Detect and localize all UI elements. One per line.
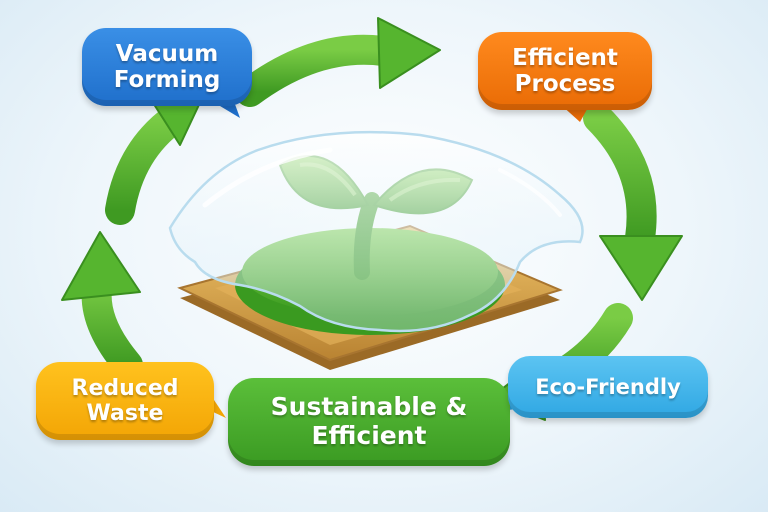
- vacuum-forming-label: Vacuum Forming: [113, 40, 221, 93]
- efficient-process-bubble: Efficient Process: [478, 32, 652, 110]
- cycle-arrow-icon: [235, 34, 405, 107]
- reduced-waste-label: Reduced Waste: [71, 375, 179, 426]
- vacuum-forming-bubble: Vacuum Forming: [82, 28, 252, 106]
- plastic-film-icon: [168, 130, 584, 333]
- cycle-arrow-icon: [61, 231, 141, 301]
- cycle-arrow-icon: [583, 103, 657, 253]
- cycle-arrow-icon: [599, 235, 683, 301]
- eco-friendly-label: Eco-Friendly: [535, 374, 681, 399]
- cycle-arrow-icon: [377, 17, 441, 89]
- sustainable-efficient-bubble: Sustainable & Efficient: [228, 378, 510, 466]
- eco-friendly-bubble: Eco-Friendly: [508, 356, 708, 418]
- cycle-arrow-icon: [105, 103, 190, 225]
- reduced-waste-bubble: Reduced Waste: [36, 362, 214, 440]
- efficient-process-label: Efficient Process: [512, 44, 618, 97]
- sustainable-efficient-label: Sustainable & Efficient: [270, 392, 468, 450]
